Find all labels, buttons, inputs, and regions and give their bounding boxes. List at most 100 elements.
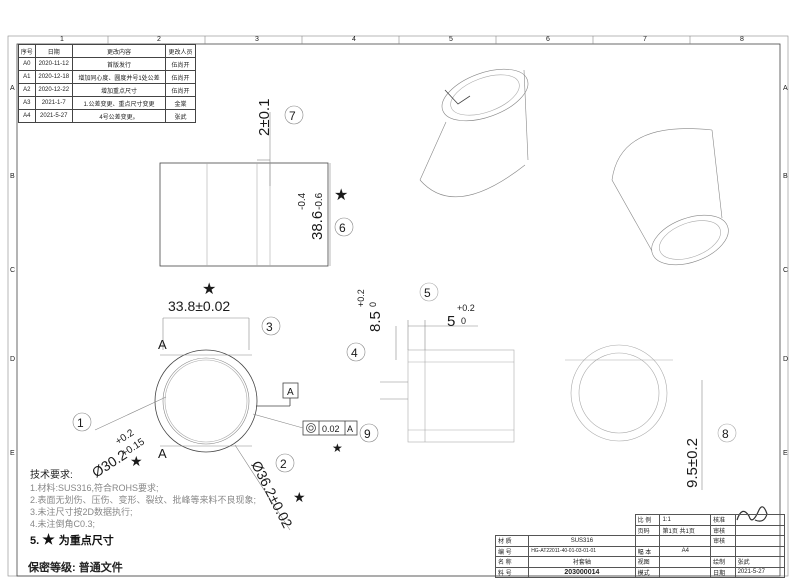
revision-table: 序号 日期 更改内容 更改人员 A0 2020-11-12 首版发行 伍尚开 A… (18, 44, 196, 123)
rev-date: 2020-12-18 (34, 70, 73, 84)
zone-number: 8 (740, 36, 744, 43)
review-label: 审核 (710, 535, 736, 547)
balloon-5-label: 5 (424, 286, 431, 300)
zone-letter: B (783, 173, 788, 180)
dim-5-lower: 0 (461, 316, 466, 326)
balloon-8-label: 8 (722, 427, 729, 441)
name-value: 衬套轴 (528, 556, 636, 568)
material-label: 材 质 (494, 535, 530, 547)
zone-letter: B (10, 173, 15, 180)
balloon-4-label: 4 (351, 346, 358, 360)
zone-number: 2 (157, 36, 161, 43)
key-star-icon: ★ (130, 453, 143, 469)
rev-no: A2 (18, 83, 36, 97)
balloon-3: 3 (261, 316, 281, 336)
format-label: 幅 本 (634, 545, 661, 557)
zone-letter: C (10, 267, 15, 274)
zone-number: 5 (449, 36, 453, 43)
revision-row: A0 2020-11-12 首版发行 伍尚开 (18, 57, 196, 71)
date-value: 2021-5-27 (734, 566, 786, 578)
zone-letter: D (783, 356, 788, 363)
dim-9-5: 9.5±0.2 (684, 438, 701, 488)
material-value: SUS316 (528, 535, 636, 547)
dim-8-5-upper: +0.2 (356, 289, 366, 307)
zone-number: 6 (546, 36, 550, 43)
key-star-icon: ★ (332, 441, 343, 455)
dim-8-5: 8.5 (367, 311, 384, 332)
tech-item: 1.材料:SUS316,符合ROHS要求; (30, 483, 159, 493)
rev-person: 伍尚开 (165, 83, 196, 97)
zone-number: 4 (352, 36, 356, 43)
zone-number: 1 (60, 36, 64, 43)
key-star-icon: ★ (293, 489, 306, 505)
view-value (659, 556, 712, 568)
dim-8-5-lower: 0 (368, 302, 378, 307)
balloon-1: 1 (72, 412, 92, 432)
rev-date: 2021-1-7 (34, 96, 73, 110)
balloon-9-label: 9 (364, 427, 371, 441)
zone-letter: C (783, 267, 788, 274)
top-zone-numbers: 1 2 3 4 5 6 7 8 (60, 36, 744, 43)
rev-no: A4 (18, 109, 36, 123)
name-label: 名 称 (494, 556, 530, 568)
header-no: 序号 (18, 44, 36, 58)
check-label: 审核 (710, 524, 736, 536)
rev-no: A3 (18, 96, 36, 110)
dim-33-8: 33.8±0.02 (168, 298, 230, 314)
scale-value: 1:1 (659, 514, 712, 526)
scale-label: 比 例 (634, 514, 661, 526)
right-circle-view: 9.5±0.2 (565, 344, 703, 490)
tech-item: 3.未注尺寸按2D数据执行; (30, 507, 133, 517)
number-value: HG-AT22011-40-01-03-01-01 (528, 545, 636, 557)
left-zone-letters: A B C D E (10, 85, 15, 457)
dim-38-6-lower: -0.6 (314, 192, 325, 210)
front-view: 2±0.1 38.6 -0.4 -0.6 (159, 99, 331, 267)
isometric-view-1 (419, 68, 529, 198)
isometric-view-2 (611, 128, 729, 266)
date-label: 日期 (710, 566, 736, 578)
part-value: 203000014 (528, 566, 636, 578)
rev-content: 增加同心度、圆度并号1处公差 (71, 70, 167, 84)
rev-content: 增加重点尺寸 (71, 83, 167, 97)
balloon-7-label: 7 (289, 109, 296, 123)
format-value: A4 (659, 545, 712, 557)
part-label: 料 号 (494, 566, 530, 578)
concentricity-datum: A (347, 424, 353, 434)
approve-label: 核准 (710, 514, 736, 526)
header-person: 更改人员 (165, 44, 196, 58)
balloon-6-label: 6 (339, 221, 346, 235)
zone-letter: E (10, 450, 15, 457)
zone-number: 7 (643, 36, 647, 43)
view-label: 视图 (634, 556, 661, 568)
tech-item-5-text: 为重点尺寸 (58, 535, 114, 547)
zone-number: 3 (255, 36, 259, 43)
number-label: 编 号 (494, 545, 530, 557)
rev-date: 2021-5-27 (34, 109, 73, 123)
balloon-3-label: 3 (266, 320, 273, 334)
sheet-value: 第1页 共1页 (659, 524, 712, 536)
designer-value: 张武 (734, 556, 786, 568)
dim-38-6-upper: -0.4 (297, 192, 308, 210)
rev-content: 4号公差变更。 (71, 109, 167, 123)
inner-frame (16, 43, 781, 577)
header-content: 更改内容 (71, 44, 167, 58)
rev-no: A0 (18, 57, 36, 71)
balloon-9: 9 (359, 423, 379, 443)
rev-no: A1 (18, 70, 36, 84)
rev-date: 2020-11-12 (34, 57, 73, 71)
technical-requirements: 技术要求: 1.材料:SUS316,符合ROHS要求; 2.表面无划伤、压伤、变… (30, 470, 256, 547)
zone-letter: E (783, 450, 788, 457)
balloon-8: 8 (717, 423, 737, 443)
dim-5: 5 (447, 313, 455, 330)
concentricity-frame: 0.02 A (252, 413, 358, 436)
balloon-7: 7 (284, 105, 304, 125)
zone-letter: D (10, 356, 15, 363)
dim-2: 2±0.1 (256, 99, 273, 136)
revision-row: A1 2020-12-18 增加同心度、圆度并号1处公差 伍尚开 (18, 70, 196, 84)
balloon-1-label: 1 (77, 416, 84, 430)
balloon-4: 4 (346, 342, 366, 362)
rev-date: 2020-12-22 (34, 83, 73, 97)
dim-38-6: 38.6 (309, 211, 326, 240)
header-date: 日期 (34, 44, 73, 58)
